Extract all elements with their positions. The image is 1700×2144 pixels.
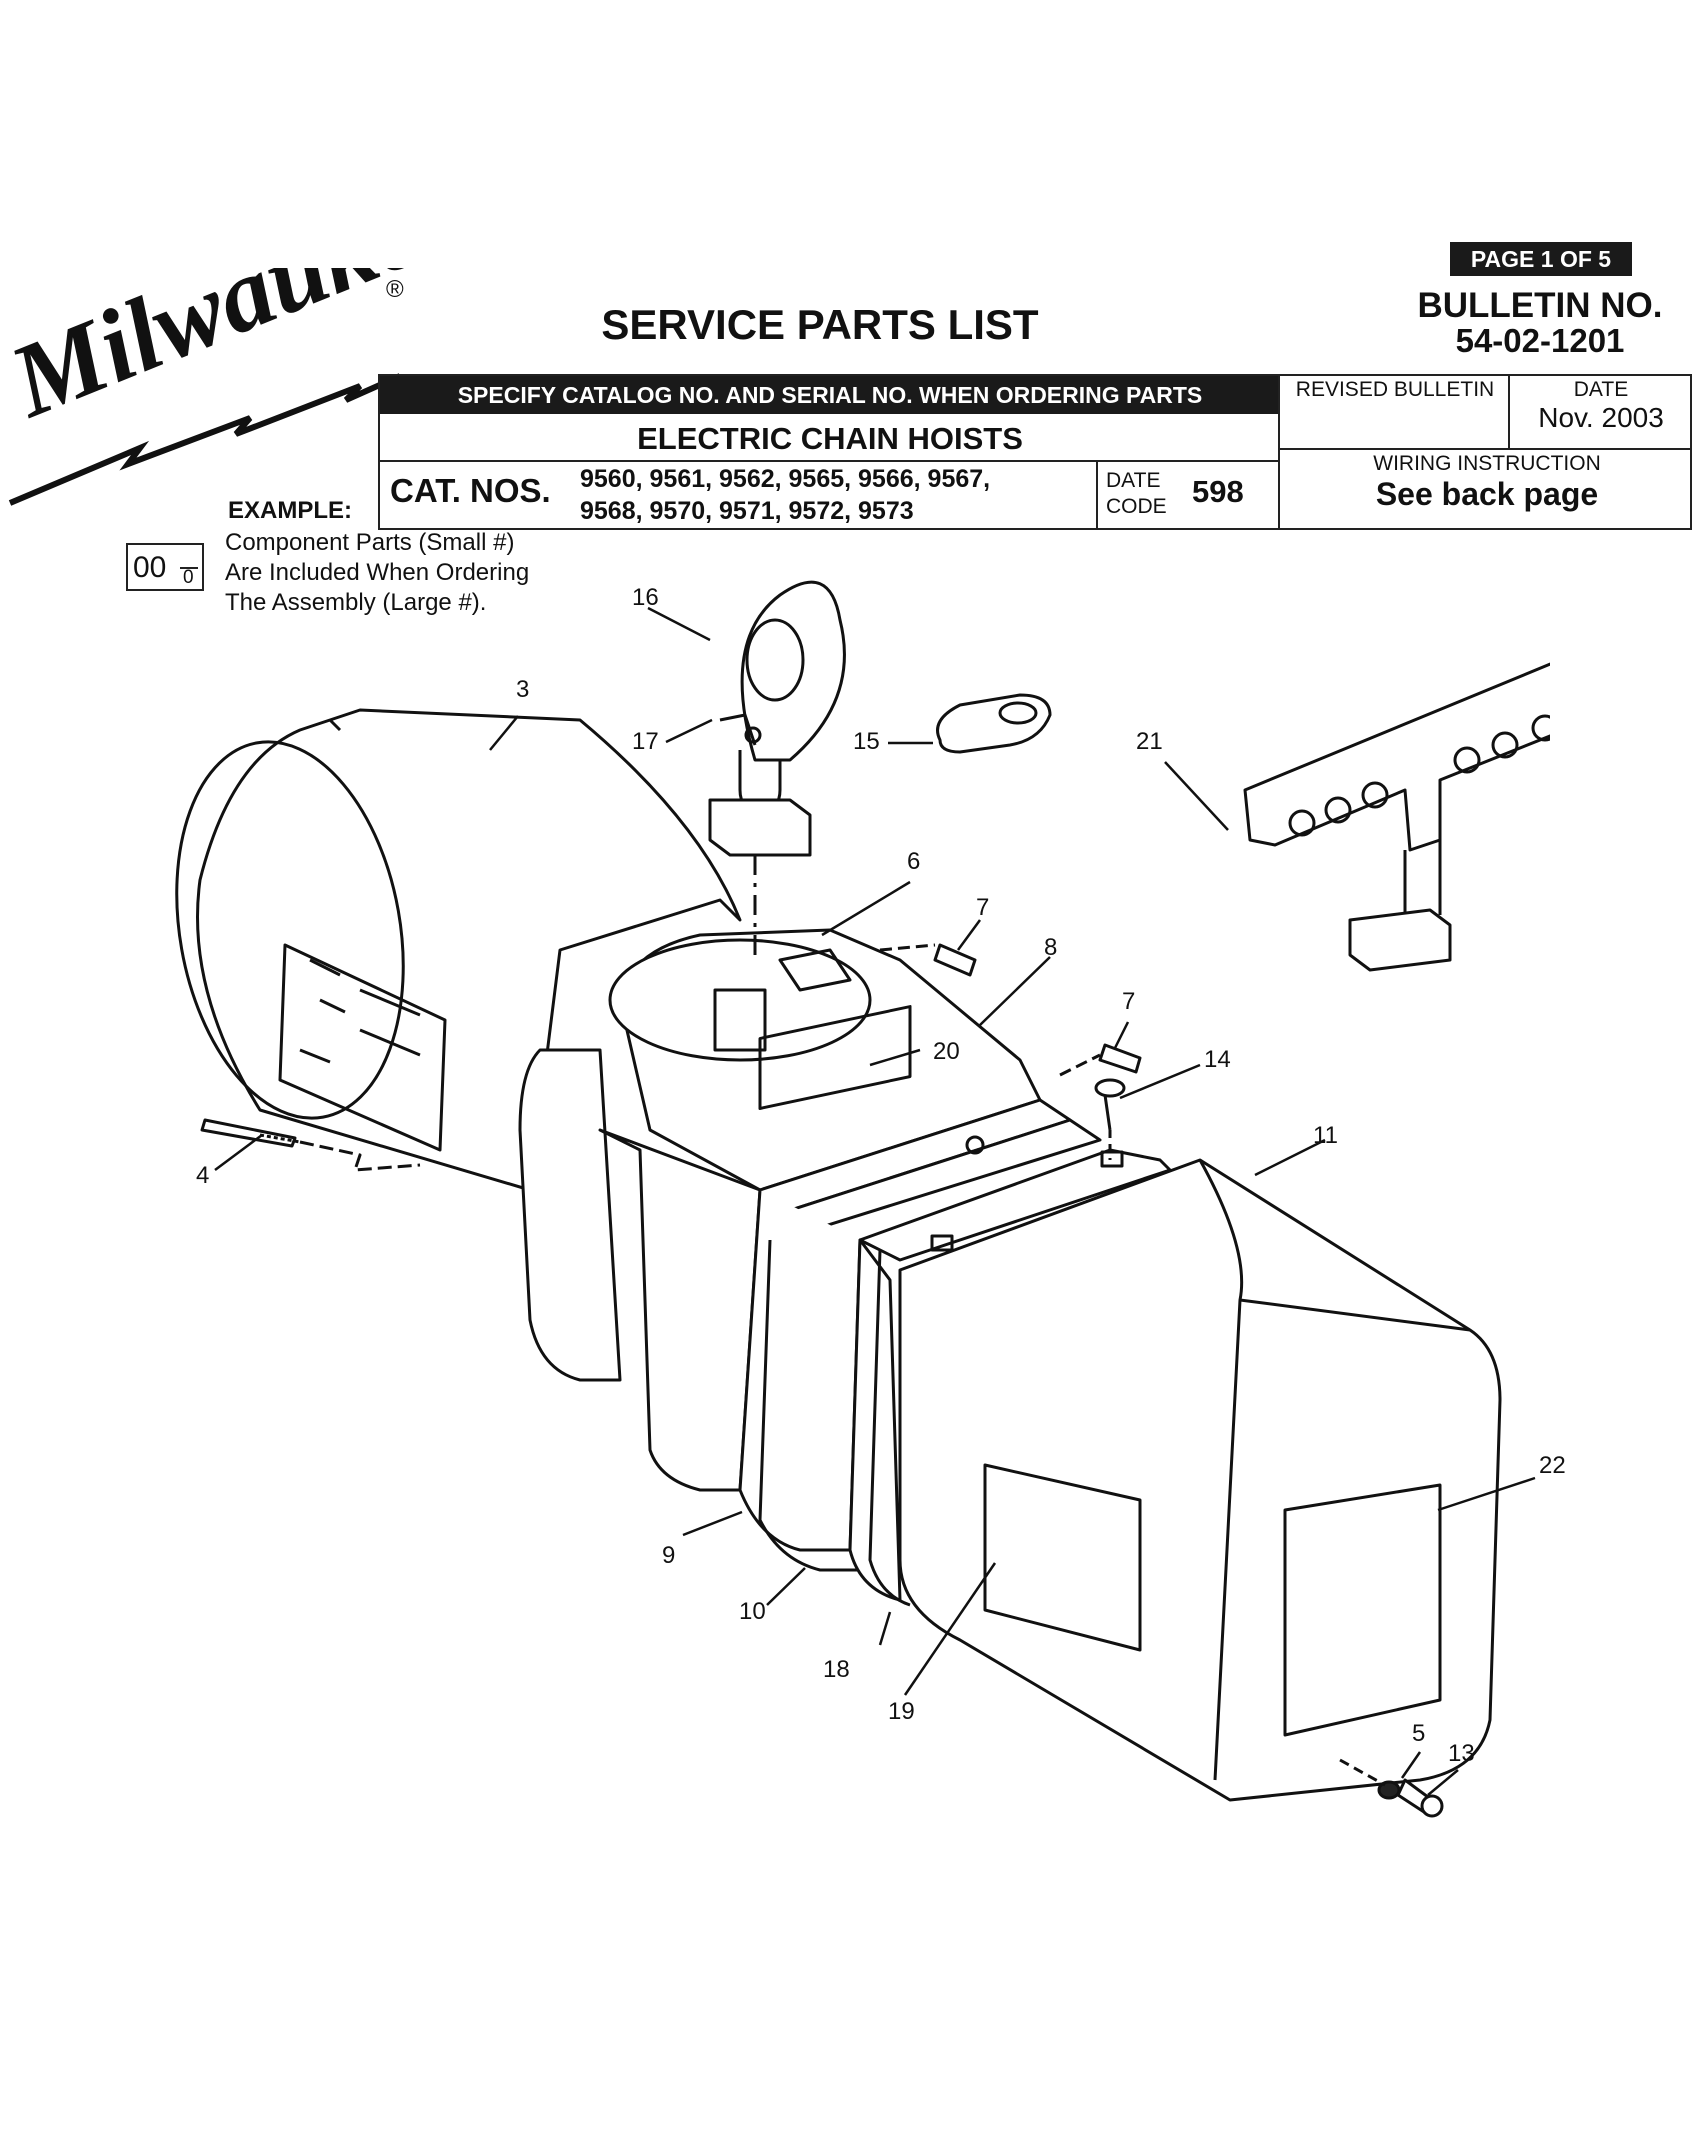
callout-label: 18 xyxy=(823,1656,850,1683)
callout-label: 14 xyxy=(1204,1046,1231,1073)
callout-label: 21 xyxy=(1136,728,1163,755)
gasket-and-frame xyxy=(848,1148,1172,1607)
date-code-value: 598 xyxy=(1192,474,1244,509)
callout-label: 20 xyxy=(933,1038,960,1065)
product-title: ELECTRIC CHAIN HOISTS xyxy=(637,421,1023,456)
pins xyxy=(879,943,1142,1077)
callout-label: 22 xyxy=(1539,1452,1566,1479)
example-assembly-number: 00 xyxy=(133,551,167,584)
page-indicator: PAGE 1 OF 5 xyxy=(1450,242,1632,276)
callout-label: 19 xyxy=(888,1698,915,1725)
milwaukee-logo: Milwaukee ® xyxy=(0,155,478,528)
fraction-line xyxy=(180,567,198,569)
wiring-instruction-label: WIRING INSTRUCTION xyxy=(1373,452,1601,475)
callout-label: 16 xyxy=(632,584,659,611)
callout-label: 11 xyxy=(1313,1122,1338,1149)
lightning-bolt-icon xyxy=(8,373,402,506)
cat-nos-line-2: 9568, 9570, 9571, 9572, 9573 xyxy=(580,497,914,525)
callout-label: 7 xyxy=(1122,988,1136,1015)
info-table: SPECIFY CATALOG NO. AND SERIAL NO. WHEN … xyxy=(378,374,1692,530)
trolley-bracket xyxy=(1243,662,1550,972)
wiring-instruction-value: See back page xyxy=(1375,476,1599,512)
bulletin-label: BULLETIN NO. xyxy=(1417,286,1663,325)
revised-bulletin-label: REVISED BULLETIN xyxy=(1295,378,1495,401)
example-line-2: Are Included When Ordering xyxy=(225,559,530,586)
leader-lines xyxy=(214,606,1536,1796)
callout-label: 5 xyxy=(1412,1720,1426,1747)
date-value: Nov. 2003 xyxy=(1538,402,1664,433)
logo-wordmark: Milwaukee xyxy=(0,268,420,440)
callout-label: 7 xyxy=(976,894,990,921)
callout-label: 15 xyxy=(853,728,880,755)
milwaukee-logo-graphic: Milwaukee xyxy=(0,155,478,506)
example-label: EXAMPLE: xyxy=(228,497,353,524)
gearbox-housing xyxy=(518,928,1102,1572)
divider xyxy=(1280,448,1692,450)
cat-nos-line-1: 9560, 9561, 9562, 9565, 9566, 9567, xyxy=(580,465,991,493)
screws xyxy=(200,1078,1444,1818)
callout-label: 6 xyxy=(907,848,921,875)
date-code-label-1: DATE xyxy=(1106,469,1161,492)
exploded-parts-diagram xyxy=(175,580,1550,1818)
divider xyxy=(1096,460,1098,530)
bulletin-number: 54-02-1201 xyxy=(1455,322,1625,359)
example-line-1: Component Parts (Small #) xyxy=(225,529,515,556)
callout-label: 9 xyxy=(662,1542,676,1569)
divider xyxy=(380,460,1280,462)
example-box: 00 0 xyxy=(126,543,204,591)
end-cover xyxy=(898,1158,1502,1802)
registered-mark: ® xyxy=(386,276,404,303)
example-line-3: The Assembly (Large #). xyxy=(225,589,487,616)
callout-label: 8 xyxy=(1044,934,1058,961)
motor-housing xyxy=(175,708,742,1192)
example-component-number: 0 xyxy=(183,567,194,588)
callout-label: 13 xyxy=(1448,1740,1475,1767)
callout-label: 4 xyxy=(196,1162,210,1189)
date-code-label-2: CODE xyxy=(1106,495,1167,518)
date-label: DATE xyxy=(1573,378,1629,401)
hook-assembly xyxy=(708,580,846,960)
chain-guide xyxy=(936,693,1052,754)
callout-label: 17 xyxy=(632,728,659,755)
divider xyxy=(1278,376,1280,530)
callout-label: 10 xyxy=(739,1598,766,1625)
document-title: SERVICE PARTS LIST xyxy=(601,301,1039,348)
divider xyxy=(1508,376,1510,448)
instruction-bar: SPECIFY CATALOG NO. AND SERIAL NO. WHEN … xyxy=(380,376,1280,414)
cat-nos-label: CAT. NOS. xyxy=(390,472,551,509)
callout-label: 3 xyxy=(516,676,530,703)
